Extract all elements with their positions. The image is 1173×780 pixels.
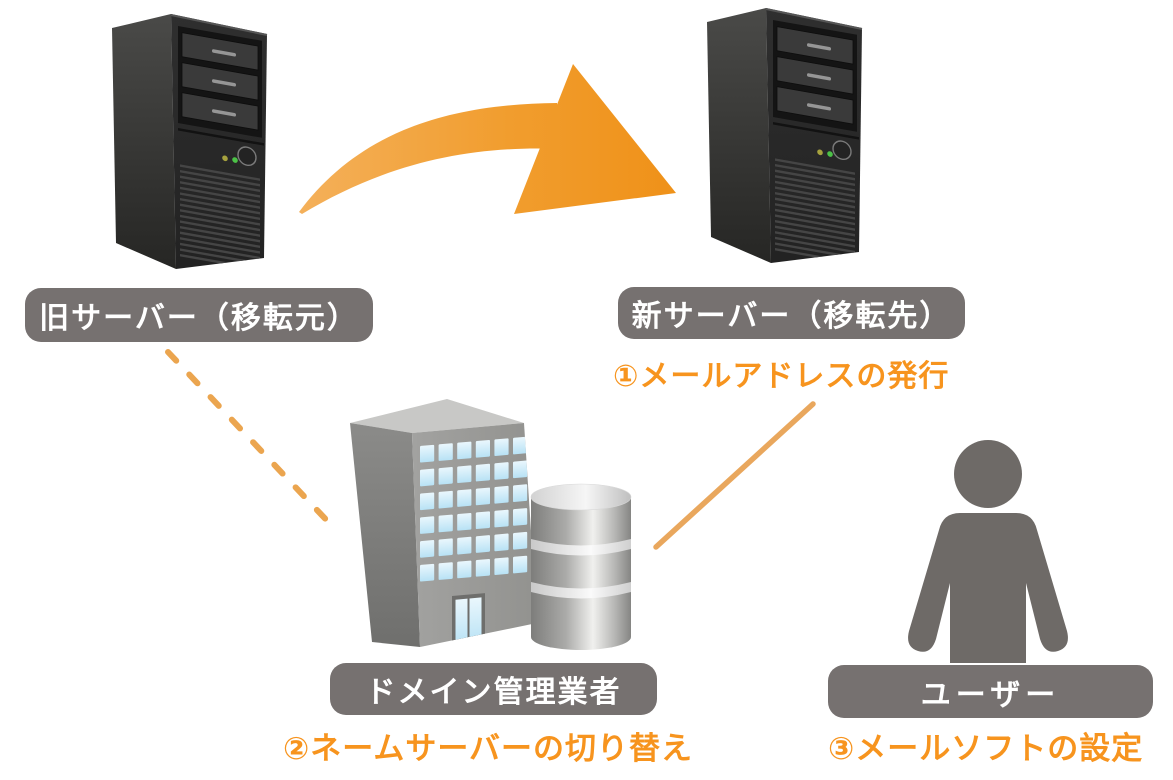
building-door (452, 593, 485, 646)
office-building-icon (350, 399, 537, 647)
new-server-label: 新サーバー（移転先） (618, 287, 965, 339)
domain-registrar-label-text: ドメイン管理業者 (365, 676, 622, 709)
old-server-tower-icon (112, 14, 268, 276)
dashed-connector-line (165, 349, 336, 530)
solid-connector-line (653, 401, 816, 550)
old-server-label: 旧サーバー（移転元） (25, 288, 373, 342)
domain-registrar-graphic (350, 399, 632, 650)
new-server-tower-icon (707, 8, 863, 270)
person-silhouette-icon (908, 440, 1068, 663)
user-label: ユーザー (828, 665, 1153, 718)
database-cylinder-icon (530, 483, 632, 650)
curved-arrow-icon (299, 64, 676, 214)
user-label-text: ユーザー (920, 678, 1061, 712)
step3-configure-mail-software: ③メールソフトの設定 (828, 731, 1144, 766)
step1-issue-mail-address: ①メールアドレスの発行 (613, 360, 950, 393)
old-server-label-text: 旧サーバー（移転元） (39, 302, 359, 335)
domain-registrar-label: ドメイン管理業者 (330, 663, 657, 715)
new-server-label-text: 新サーバー（移転先） (631, 300, 952, 333)
step2-switch-name-server: ②ネームサーバーの切り替え (283, 731, 694, 766)
